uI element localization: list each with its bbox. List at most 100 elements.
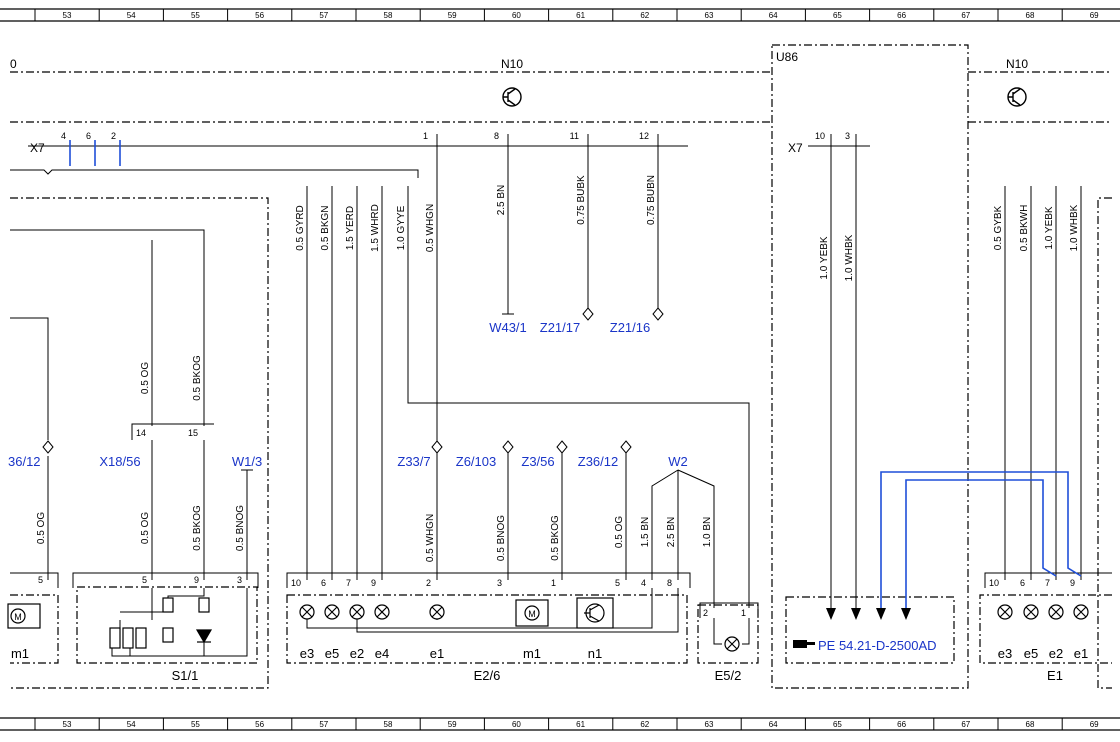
grid-number: 61 <box>576 11 585 20</box>
e26-pin: 6 <box>321 578 326 588</box>
grid-number: 59 <box>448 720 457 729</box>
s11-pin: 9 <box>194 575 199 585</box>
wire-label: 0.75 BUBK <box>576 175 587 225</box>
x7-pin: 2 <box>111 131 116 141</box>
e26-element: n1 <box>588 646 602 661</box>
grid-number: 55 <box>191 11 200 20</box>
wire-label: 0.5 GYBK <box>993 205 1004 250</box>
ref-w2: W2 <box>668 454 688 469</box>
e26-element: e4 <box>375 646 389 661</box>
ref-x18: X18/56 <box>99 454 140 469</box>
e1-element: e3 <box>998 646 1012 661</box>
pointing-hand-icon <box>793 640 815 648</box>
e26-pin: 10 <box>291 578 301 588</box>
x7-label-right: X7 <box>788 141 803 155</box>
e26-pin: 7 <box>346 578 351 588</box>
grid-number: 61 <box>576 720 585 729</box>
e26-element: e5 <box>325 646 339 661</box>
grid-number: 64 <box>769 11 778 20</box>
e1-pin: 7 <box>1045 578 1050 588</box>
e26-pin: 2 <box>426 578 431 588</box>
grid-number: 60 <box>512 720 521 729</box>
e26-pin: 4 <box>641 578 646 588</box>
left-element: m1 <box>11 646 29 661</box>
ref-z36-12-left: 36/12 <box>8 454 41 469</box>
wire-label: 1.0 WHBK <box>844 234 855 281</box>
grid-number: 63 <box>705 720 714 729</box>
ref-z33: Z33/7 <box>397 454 430 469</box>
wire-label: 0.5 BKOG <box>192 355 203 401</box>
pe-reference: PE 54.21-D-2500AD <box>818 638 937 653</box>
wire-label: 0.5 WHGN <box>425 514 436 562</box>
e26-pin: 3 <box>497 578 502 588</box>
e1-element: e1 <box>1074 646 1088 661</box>
ref-z36-12: Z36/12 <box>578 454 618 469</box>
grid-number: 59 <box>448 11 457 20</box>
grid-number: 53 <box>63 11 72 20</box>
w-stubs <box>241 313 514 471</box>
x18-pin: 14 <box>136 428 146 438</box>
x7-pin: 11 <box>570 131 579 141</box>
grid-number: 56 <box>255 11 264 20</box>
svg-text:M: M <box>528 609 536 619</box>
wire-label: 0.5 BKOG <box>550 515 561 561</box>
cut-label: 0 <box>10 57 17 71</box>
x7-pin: 10 <box>815 131 825 141</box>
grid-number: 67 <box>961 720 970 729</box>
wire-label: 2.5 BN <box>666 517 677 548</box>
grid-number: 69 <box>1090 720 1099 729</box>
n10-label: N10 <box>501 57 523 71</box>
transistor-icon <box>576 597 614 629</box>
e26-pin: 8 <box>667 578 672 588</box>
e1-element: e5 <box>1024 646 1038 661</box>
e1-element: e2 <box>1049 646 1063 661</box>
wire-label: 1.0 YEBK <box>1044 206 1055 250</box>
e26-pin: 1 <box>551 578 556 588</box>
motor-icon: M <box>515 599 549 627</box>
grid-number: 60 <box>512 11 521 20</box>
n10-label-right: N10 <box>1006 57 1028 71</box>
wire-label: 0.5 BKGN <box>320 205 331 250</box>
wire-label: 0.5 OG <box>140 362 151 394</box>
wire-label: 0.5 BNOG <box>496 515 507 561</box>
grid-number: 62 <box>640 11 649 20</box>
grid-number: 68 <box>1026 720 1035 729</box>
transistor-icon-n10-left <box>502 87 522 107</box>
grid-number: 67 <box>961 11 970 20</box>
wire-label: 1.0 BN <box>702 517 713 548</box>
grid-number: 64 <box>769 720 778 729</box>
wire-label: 0.5 BNOG <box>235 505 246 551</box>
grid-number: 69 <box>1090 11 1099 20</box>
x7-pin: 1 <box>423 131 428 141</box>
x7-pin: 3 <box>845 131 850 141</box>
e26-element: m1 <box>523 646 541 661</box>
wire-label: 0.5 BKOG <box>192 505 203 551</box>
x7-label: X7 <box>30 141 45 155</box>
e52-pin: 1 <box>741 608 746 618</box>
s11-pin: 5 <box>142 575 147 585</box>
e1-label: E1 <box>1047 668 1063 683</box>
ref-z6: Z6/103 <box>456 454 496 469</box>
wire-label: 1.5 WHRD <box>370 204 381 252</box>
wire-label: 1.5 BN <box>640 517 651 548</box>
blue-wires <box>69 140 1082 612</box>
x7-pin: 8 <box>494 131 499 141</box>
grid-number: 54 <box>127 11 136 20</box>
grid-number: 57 <box>319 11 328 20</box>
wire-label: 0.5 OG <box>614 516 625 548</box>
e1-pin: 10 <box>989 578 999 588</box>
ref-z21-16: Z21/16 <box>610 320 650 335</box>
e1-pin: 9 <box>1070 578 1075 588</box>
wire-label: 0.75 BUBN <box>646 175 657 225</box>
grid-number: 62 <box>640 720 649 729</box>
e52-label: E5/2 <box>715 668 742 683</box>
grid-number: 58 <box>384 720 393 729</box>
x7-pin: 4 <box>61 131 66 141</box>
e26-element: e2 <box>350 646 364 661</box>
motor-icon-left: M <box>7 603 41 629</box>
wire-label: 0.5 WHGN <box>425 204 436 252</box>
transistor-icon-n10-right <box>1007 87 1027 107</box>
wires <box>10 134 1112 657</box>
grid-number: 58 <box>384 11 393 20</box>
